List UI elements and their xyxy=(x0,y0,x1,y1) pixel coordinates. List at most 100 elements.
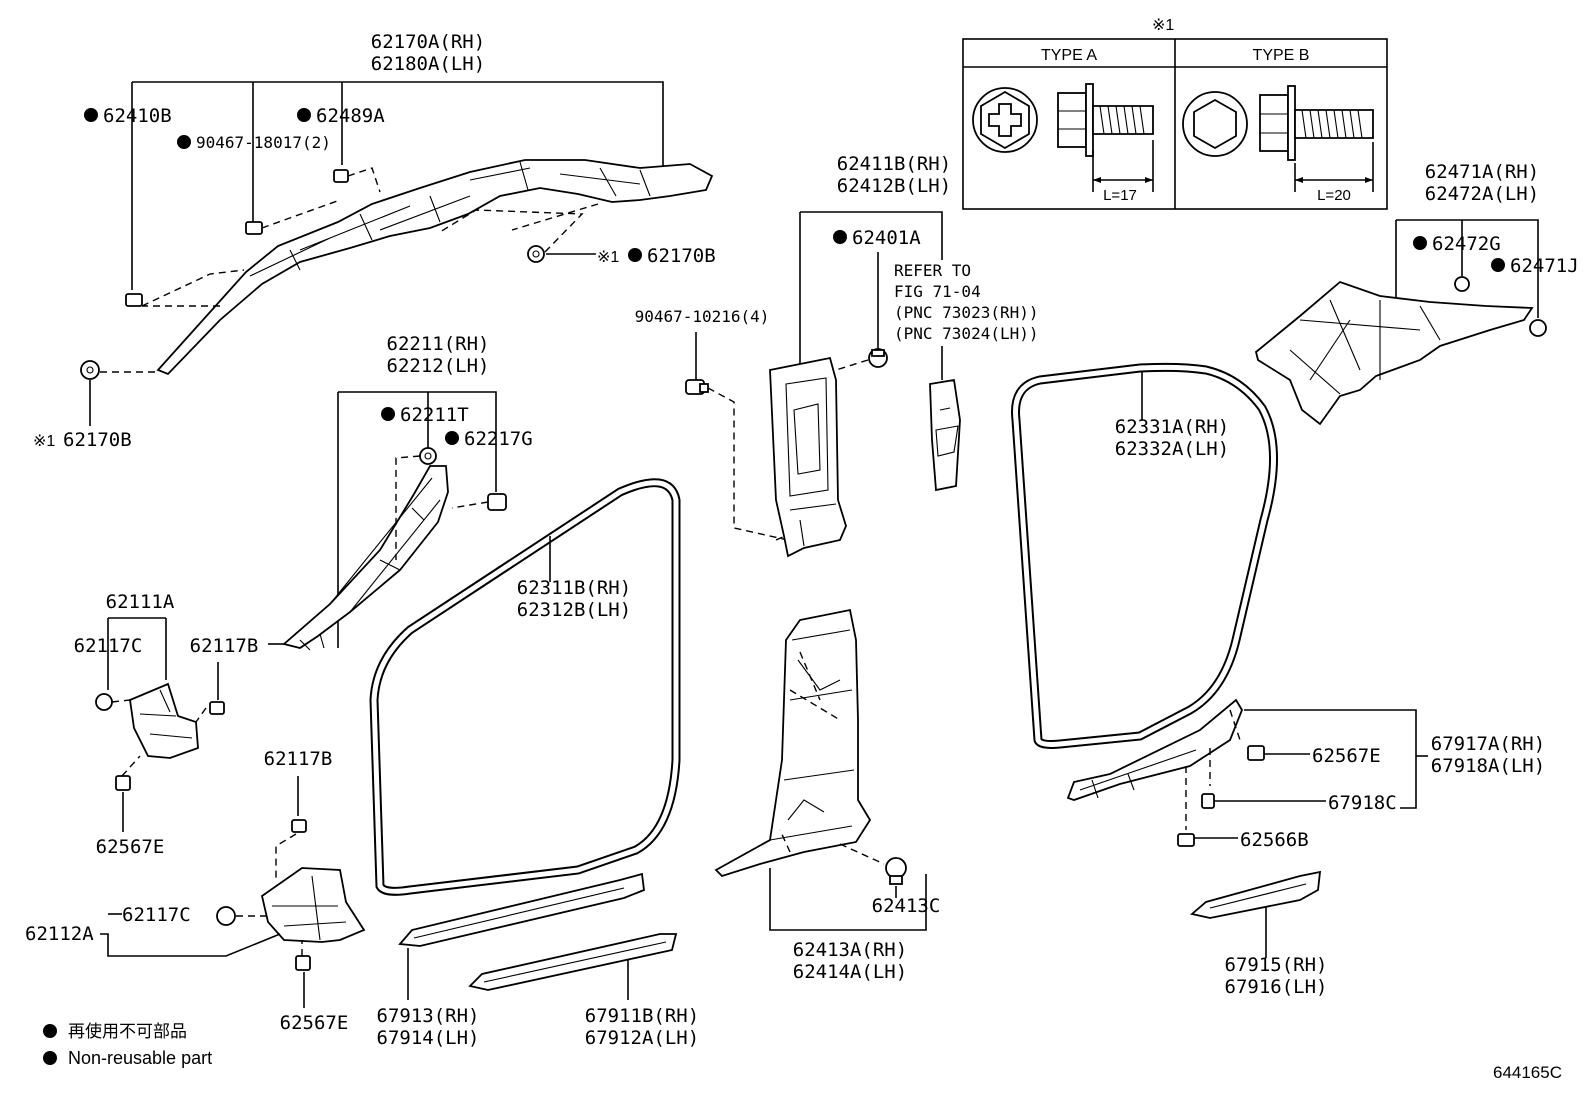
clip-62489a-icon xyxy=(333,169,349,183)
label-62117b-2: 62117B xyxy=(264,748,333,770)
front-door-weatherstrip-group: 62311B(RH) 62312B(LH) xyxy=(369,478,681,896)
rear-door-scuff-plate-part xyxy=(1066,698,1244,801)
bolt-62170b-top-icon xyxy=(527,245,545,263)
clip-90467-10216-icon xyxy=(685,379,709,395)
cowl-side-trim-upper-group: 62111A 62117C 62117B 62567E xyxy=(74,591,259,858)
clip-62566b-icon xyxy=(1177,833,1195,847)
clip-62217g-icon xyxy=(487,493,507,511)
center-pillar-garnish-lower-part xyxy=(714,608,872,878)
label-62401a: 62401A xyxy=(852,227,921,249)
label-62170a-rh: 62170A(RH) xyxy=(371,31,485,53)
label-62211-rh: 62211(RH) xyxy=(387,333,490,355)
label-67914-lh: 67914(LH) xyxy=(377,1027,480,1049)
label-62472g: 62472G xyxy=(1432,233,1501,255)
label-67911b-rh: 67911B(RH) xyxy=(585,1005,699,1027)
type-b-bolt-head-icon xyxy=(1182,91,1248,157)
label-67918a-lh: 67918A(LH) xyxy=(1431,755,1545,777)
label-62170b-top: 62170B xyxy=(647,245,716,267)
type-a-bolt-head-icon xyxy=(972,87,1038,153)
front-scuff-plates-group: 67913(RH) 67914(LH) 67911B(RH) 67912A(LH… xyxy=(377,872,699,1049)
label-62112a: 62112A xyxy=(25,923,94,945)
non-reusable-dot-icon xyxy=(445,431,459,445)
label-refer-to-4: (PNC 73024(LH)) xyxy=(894,324,1039,343)
label-67915-rh: 67915(RH) xyxy=(1225,954,1328,976)
center-pillar-garnish-upper-group: 90467-10216(4) 62411B(RH) 62412B(LH) 624… xyxy=(635,153,1039,558)
label-90467-18017: 90467-18017(2) xyxy=(196,133,331,152)
clip-62117b-1-icon xyxy=(209,701,225,715)
label-refer-to-1: REFER TO xyxy=(894,261,971,280)
label-67917a-rh: 67917A(RH) xyxy=(1431,733,1545,755)
label-62311b-rh: 62311B(RH) xyxy=(517,577,631,599)
type-b-bolt-side-icon: L=20 xyxy=(1259,85,1374,204)
type-a-label: TYPE A xyxy=(1041,47,1097,64)
non-reusable-dot-icon xyxy=(1491,258,1505,272)
non-reusable-dot-icon xyxy=(177,135,191,149)
non-reusable-dot-icon xyxy=(43,1051,57,1065)
type-a-length: L=17 xyxy=(1103,187,1137,204)
label-62170b-top-mark: ※1 xyxy=(597,249,619,266)
label-refer-to-3: (PNC 73023(RH)) xyxy=(894,303,1039,322)
label-90467-10216: 90467-10216(4) xyxy=(635,307,770,326)
label-62471a-rh: 62471A(RH) xyxy=(1425,161,1539,183)
label-62412b-lh: 62412B(LH) xyxy=(837,175,951,197)
non-reusable-dot-icon xyxy=(297,108,311,122)
label-62411b-rh: 62411B(RH) xyxy=(837,153,951,175)
non-reusable-dot-icon xyxy=(381,407,395,421)
non-reusable-dot-icon xyxy=(833,230,847,244)
clip-62401a-icon xyxy=(868,348,888,368)
front-door-scuff-plate-part xyxy=(398,872,645,947)
type-b-length: L=20 xyxy=(1317,187,1351,204)
non-reusable-dot-icon xyxy=(43,1024,57,1038)
label-62413c: 62413C xyxy=(872,895,941,917)
label-62332a-lh: 62332A(LH) xyxy=(1115,438,1229,460)
rear-quarter-garnish-group: 62471A(RH) 62472A(LH) 62472G 62471J xyxy=(1254,161,1579,426)
type-a-bolt-side-icon: L=17 xyxy=(1057,83,1154,204)
center-pillar-garnish-upper-part xyxy=(769,356,847,558)
label-refer-to-2: FIG 71-04 xyxy=(894,282,981,301)
table-marker: ※1 xyxy=(1152,17,1174,34)
label-62117b-1: 62117B xyxy=(190,635,259,657)
center-pillar-garnish-lower-group: 62413C 62413A(RH) 62414A(LH) xyxy=(714,608,941,983)
label-67913-rh: 67913(RH) xyxy=(377,1005,480,1027)
legend: 再使用不可部品 Non-reusable part xyxy=(43,1021,212,1068)
label-67916-lh: 67916(LH) xyxy=(1225,976,1328,998)
non-reusable-dot-icon xyxy=(1413,236,1427,250)
label-62211t: 62211T xyxy=(400,404,469,426)
figure-id: 644165C xyxy=(1493,1063,1562,1082)
label-62489a: 62489A xyxy=(316,105,385,127)
type-b-label: TYPE B xyxy=(1253,47,1310,64)
label-62212-lh: 62212(LH) xyxy=(387,355,490,377)
clip-62472g-icon xyxy=(1454,276,1470,292)
label-62111a: 62111A xyxy=(106,591,175,613)
rear-quarter-garnish-part xyxy=(1254,280,1534,426)
clip-62211t-icon xyxy=(419,447,437,465)
label-62472a-lh: 62472A(LH) xyxy=(1425,183,1539,205)
cowl-side-trim-lower-group: 62117B 62112A 62117C 62567E xyxy=(25,748,366,1034)
clip-62410b-icon xyxy=(125,293,143,307)
bolt-62170b-left-icon xyxy=(80,360,100,380)
front-pillar-garnish-part xyxy=(282,465,449,649)
rear-scuff-plate-group: 62567E 67917A(RH) 67918A(LH) 67918C 6256… xyxy=(1066,698,1545,851)
legend-en: Non-reusable part xyxy=(68,1048,212,1068)
legend-jp: 再使用不可部品 xyxy=(68,1021,187,1041)
label-62566b: 62566B xyxy=(1240,829,1309,851)
roof-side-garnish-group: 62170A(RH) 62180A(LH) 62410B 62489A 9046… xyxy=(33,31,716,451)
label-62567e-3: 62567E xyxy=(1312,745,1381,767)
label-67912a-lh: 67912A(LH) xyxy=(585,1027,699,1049)
label-62413a-rh: 62413A(RH) xyxy=(793,939,907,961)
label-62567e-2: 62567E xyxy=(280,1012,349,1034)
label-62170b-left: 62170B xyxy=(63,429,132,451)
label-62170b-left-mark: ※1 xyxy=(33,433,55,450)
non-reusable-dot-icon xyxy=(84,108,98,122)
cowl-side-trim-lower-part xyxy=(260,867,366,943)
clip-62413c-icon xyxy=(885,857,907,885)
clip-62567e-1-icon xyxy=(115,775,131,791)
label-62410b: 62410B xyxy=(103,105,172,127)
label-62117c-1: 62117C xyxy=(74,635,143,657)
label-62312b-lh: 62312B(LH) xyxy=(517,599,631,621)
clip-62117c-2-icon xyxy=(216,906,236,926)
front-pillar-garnish-group: 62211(RH) 62212(LH) 62211T 62217G xyxy=(268,333,533,651)
clip-62567e-3-icon xyxy=(1247,745,1265,761)
label-62180a-lh: 62180A(LH) xyxy=(371,53,485,75)
